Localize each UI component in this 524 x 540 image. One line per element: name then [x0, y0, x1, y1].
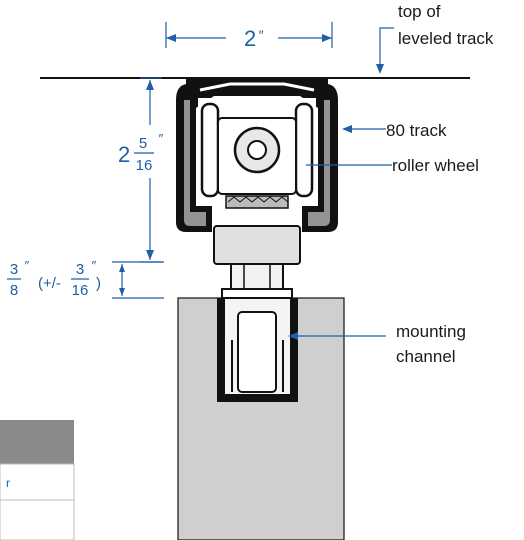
height-numerator: 5 — [139, 135, 147, 152]
table-cell-text: r — [6, 476, 10, 490]
gap-tolerance-numerator: 3 — [76, 261, 84, 278]
label-leveled-track: leveled track — [398, 29, 494, 48]
gap-tolerance-suffix: ) — [96, 275, 101, 292]
callout-top-of-leveled-track: top of leveled track — [376, 2, 494, 74]
height-whole: 2 — [118, 142, 130, 167]
width-dimension: 2 ″ — [165, 22, 333, 51]
label-80-track: 80 track — [386, 121, 447, 140]
table-row — [0, 463, 75, 501]
label-top-of: top of — [398, 2, 441, 21]
table-fragment: r — [0, 420, 75, 540]
gap-numerator: 3 — [10, 261, 18, 278]
gap-dimension: 3 8 ″ (+/- 3 16 ″ ) — [7, 258, 164, 299]
label-channel: channel — [396, 347, 456, 366]
wheel-right-rim — [294, 102, 314, 198]
roller-wheel — [200, 102, 314, 209]
mounting-channel — [217, 298, 298, 402]
hex-nut — [230, 261, 284, 291]
mounting-insert — [237, 311, 277, 393]
height-denominator: 16 — [136, 157, 153, 174]
gap-denominator: 8 — [10, 282, 18, 299]
wheel-left-rim — [200, 102, 220, 198]
table-row — [0, 499, 75, 540]
height-unit: ″ — [158, 131, 163, 146]
width-value: 2 — [244, 26, 256, 51]
hanger-bolt — [213, 225, 301, 299]
gap-tolerance-unit: ″ — [91, 258, 96, 273]
label-roller-wheel: roller wheel — [392, 156, 479, 175]
gap-tolerance-denominator: 16 — [72, 282, 89, 299]
height-dimension: 2 5 16 ″ — [118, 77, 163, 263]
table-header-cell — [0, 420, 74, 464]
callout-roller-wheel: roller wheel — [306, 156, 479, 175]
gap-unit: ″ — [24, 258, 29, 273]
width-unit: ″ — [258, 27, 264, 43]
washer — [221, 288, 293, 299]
label-mounting: mounting — [396, 322, 466, 341]
hanger-block — [213, 225, 301, 265]
callout-mounting-channel: mounting channel — [288, 322, 466, 366]
callout-80-track: 80 track — [342, 121, 447, 140]
gap-tolerance-prefix: (+/- — [38, 275, 61, 292]
